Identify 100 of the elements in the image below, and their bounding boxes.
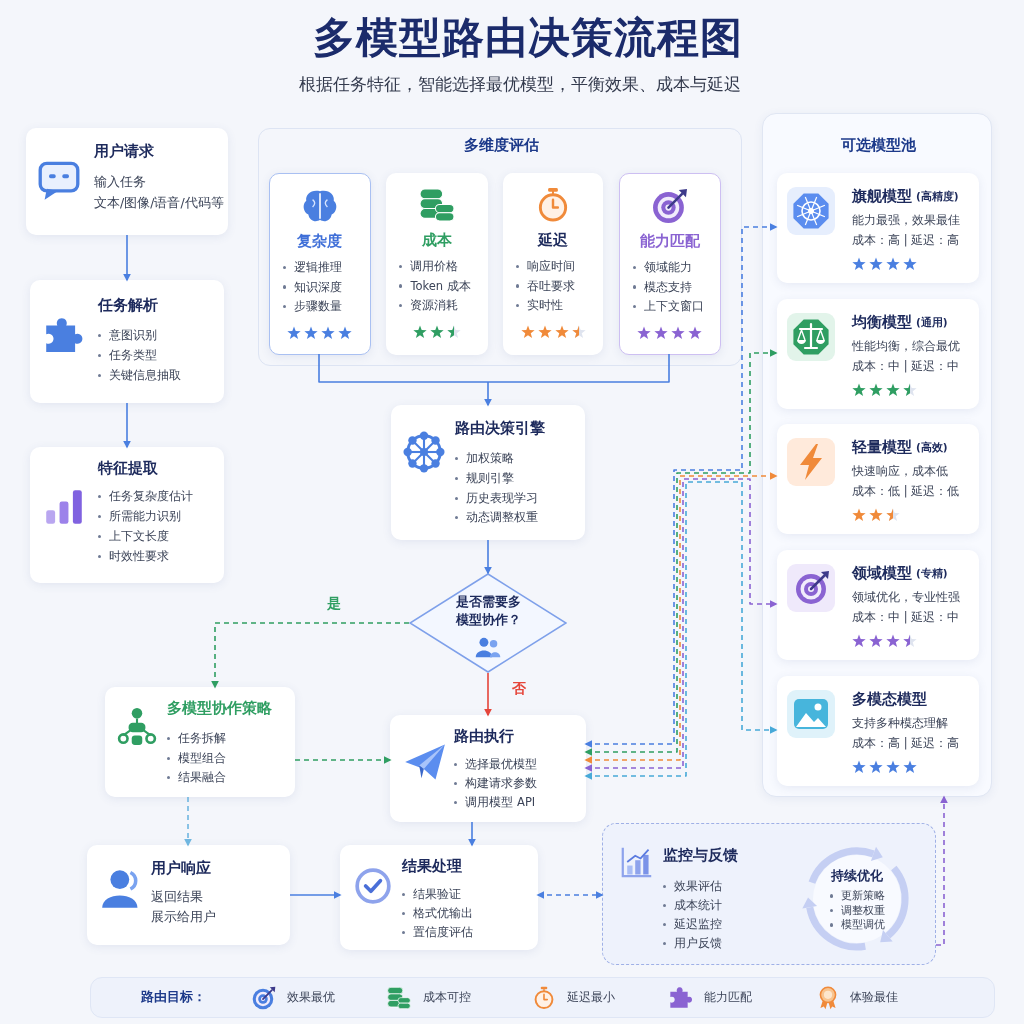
list-item: 历史表现学习	[453, 491, 539, 506]
list-item: 规则引擎	[453, 471, 515, 486]
model-specs: 成本：中 | 延迟：中	[852, 610, 960, 625]
arrow	[584, 349, 778, 756]
criteria-card	[619, 173, 721, 355]
model-specs: 成本：高 | 延迟：高	[852, 233, 960, 248]
footer-title: 路由目标：	[141, 989, 206, 1006]
card-title: 用户响应	[151, 859, 211, 878]
model-name: 轻量模型	[852, 438, 912, 457]
body-text: 输入任务	[94, 174, 146, 190]
model-description: 快速响应，成本低	[852, 464, 948, 479]
model-card	[777, 424, 979, 534]
list-item: 上下文长度	[96, 529, 170, 544]
step-card	[87, 845, 290, 945]
list-item: 结果验证	[400, 887, 462, 902]
arrow	[484, 539, 492, 575]
arrow	[123, 234, 131, 282]
card-title: 结果处理	[402, 857, 462, 876]
model-specs: 成本：低 | 延迟：低	[852, 484, 960, 499]
goal-text: 能力匹配	[704, 990, 752, 1005]
list-item: 上下文窗口	[631, 299, 705, 314]
list-item: 效果评估	[661, 879, 723, 894]
list-item: 模型组合	[165, 751, 227, 766]
list-item: 任务拆解	[165, 731, 227, 746]
model-specs: 成本：中 | 延迟：中	[852, 359, 960, 374]
arrow	[294, 756, 392, 764]
list-item: 结果融合	[165, 770, 227, 785]
model-tag: (专精)	[916, 567, 948, 581]
list-item: 成本统计	[661, 898, 723, 913]
list-item: 置信度评估	[400, 925, 474, 940]
list-item: 用户反馈	[661, 936, 723, 951]
model-specs: 成本：高 | 延迟：高	[852, 736, 960, 751]
arrow	[584, 223, 778, 748]
arrow	[123, 402, 131, 449]
model-card	[777, 299, 979, 409]
list-item: 延迟监控	[661, 917, 723, 932]
arrow	[289, 891, 342, 899]
list-item: 时效性要求	[96, 549, 170, 564]
list-item: 实时性	[514, 298, 564, 313]
goal-text: 体验最佳	[850, 990, 898, 1005]
connector-line	[487, 353, 670, 383]
list-item: 知识深度	[281, 279, 343, 294]
step-card	[26, 128, 228, 235]
model-card	[777, 676, 979, 786]
decision-diamond	[409, 573, 567, 673]
model-name: 领域模型	[852, 564, 912, 583]
card-title: 特征提取	[98, 459, 158, 478]
list-item: 逻辑推理	[281, 260, 343, 275]
list-item: 响应时间	[514, 259, 576, 274]
list-item: 调用模型 API	[452, 795, 536, 810]
list-item: 任务类型	[96, 348, 158, 363]
card-title: 路由决策引擎	[455, 419, 545, 438]
step-card	[340, 845, 538, 950]
list-item: 构建请求参数	[452, 776, 538, 791]
list-item: Token 成本	[397, 278, 471, 293]
step-card	[30, 280, 224, 403]
goal-text: 延迟最小	[567, 990, 615, 1005]
criteria-card	[269, 173, 371, 355]
body-text: 展示给用户	[151, 909, 216, 925]
title: 多模型路由决策流程图	[313, 12, 743, 64]
question-text: 是否需要多模型协作？	[454, 593, 522, 629]
list-item: 吞吐要求	[514, 278, 576, 293]
list-item: 资源消耗	[397, 298, 459, 313]
list-item: 调整权重	[828, 903, 886, 917]
model-description: 能力最强，效果最佳	[852, 213, 960, 228]
model-card	[777, 173, 979, 283]
step-card	[390, 715, 586, 822]
criteria-card	[386, 173, 488, 355]
panel-title: 可选模型池	[840, 136, 916, 155]
list-item: 更新策略	[828, 889, 886, 903]
arrow	[536, 891, 604, 899]
goal-text: 效果最优	[287, 990, 335, 1005]
list-item: 调用价格	[397, 259, 459, 274]
model-description: 性能均衡，综合最优	[852, 339, 960, 354]
arrow	[468, 821, 476, 847]
panel-title: 多维度评估	[463, 136, 539, 155]
edge-label: 否	[509, 680, 529, 698]
card-title: 能力匹配	[639, 232, 700, 251]
card-title: 多模型协作策略	[167, 699, 272, 718]
card-title: 路由执行	[454, 727, 514, 746]
list-item: 模型调优	[828, 918, 886, 932]
model-name: 旗舰模型	[852, 187, 912, 206]
model-description: 领域优化，专业性强	[852, 590, 960, 605]
model-tag: (通用)	[916, 316, 948, 330]
card-title: 用户请求	[94, 142, 154, 161]
arrow	[211, 622, 410, 689]
model-card	[777, 550, 979, 660]
body-text: 返回结果	[151, 889, 203, 905]
list-item: 格式优输出	[400, 906, 474, 921]
list-item: 选择最优模型	[452, 757, 538, 772]
step-card	[30, 447, 224, 583]
arrow	[484, 672, 492, 717]
model-pool-panel	[762, 113, 992, 797]
card-title: 持续优化	[831, 868, 883, 885]
list-item: 步骤数量	[281, 299, 343, 314]
criteria-card	[503, 173, 603, 355]
list-item: 意图识别	[96, 328, 158, 343]
card-title: 成本	[422, 231, 452, 250]
list-item: 加权策略	[453, 451, 515, 466]
dashed-panel	[602, 823, 936, 965]
